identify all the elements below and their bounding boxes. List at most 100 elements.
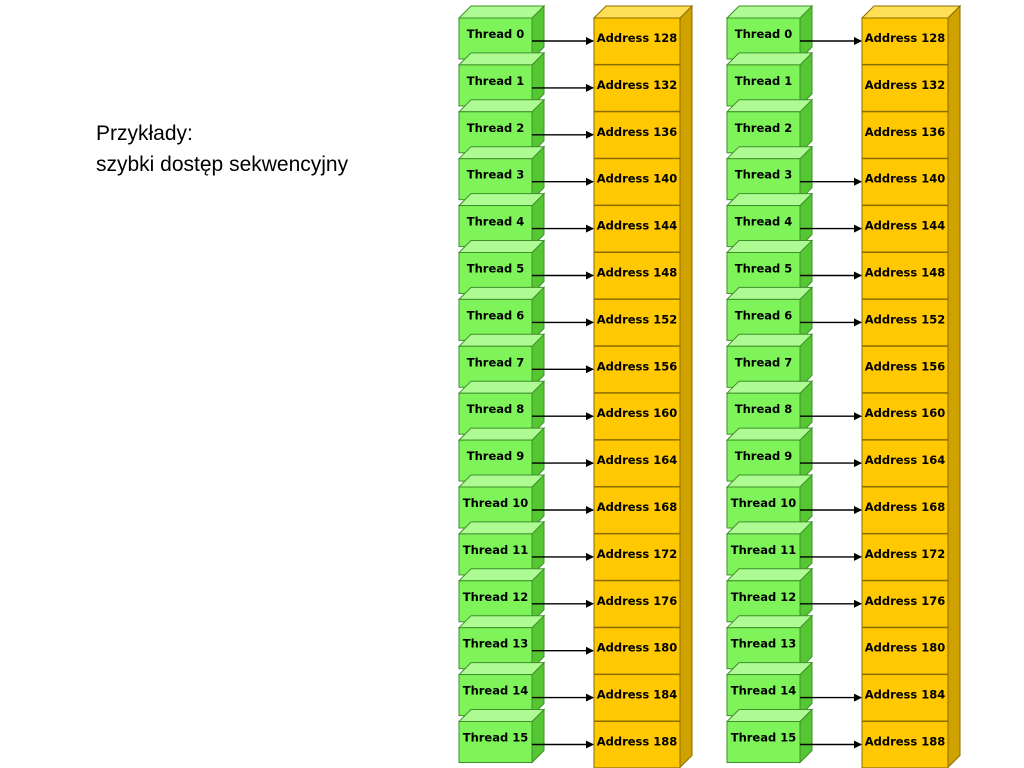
thread-box-face bbox=[458, 674, 533, 717]
thread-label: Thread 7 bbox=[467, 355, 525, 369]
thread-box: Thread 4 bbox=[457, 192, 546, 248]
thread-box-top bbox=[457, 146, 546, 160]
thread-label: Thread 0 bbox=[467, 27, 525, 41]
thread-box-face bbox=[726, 64, 801, 107]
thread-box: Thread 14 bbox=[725, 661, 814, 717]
address-cell: Address 152 bbox=[861, 298, 949, 347]
thread-label: Thread 13 bbox=[731, 637, 797, 651]
address-label: Address 136 bbox=[865, 125, 946, 139]
thread-box-top bbox=[725, 709, 814, 722]
address-label: Address 188 bbox=[865, 735, 946, 749]
address-label: Address 180 bbox=[597, 641, 678, 655]
thread-box: Thread 1 bbox=[725, 51, 814, 108]
address-column-side bbox=[947, 4, 961, 768]
address-cell: Address 164 bbox=[861, 439, 949, 488]
thread-box: Thread 2 bbox=[725, 98, 814, 155]
address-label: Address 188 bbox=[597, 735, 678, 749]
address-label: Address 136 bbox=[597, 125, 678, 139]
address-cell-face bbox=[861, 392, 949, 441]
thread-box-face bbox=[458, 345, 533, 388]
thread-box: Thread 8 bbox=[457, 379, 546, 436]
address-label: Address 176 bbox=[865, 594, 946, 608]
address-cell: Address 156 bbox=[861, 345, 949, 394]
thread-label: Thread 10 bbox=[731, 496, 797, 510]
thread-box-top bbox=[457, 615, 546, 629]
thread-box: Thread 7 bbox=[725, 333, 814, 389]
address-cell: Address 172 bbox=[593, 533, 681, 581]
address-cell-face bbox=[861, 17, 949, 65]
thread-box-face bbox=[458, 205, 533, 248]
address-cell-face bbox=[593, 486, 681, 534]
address-label: Address 176 bbox=[597, 594, 678, 608]
thread-box: Thread 5 bbox=[457, 239, 546, 295]
address-label: Address 152 bbox=[597, 312, 678, 326]
thread-box-top bbox=[457, 521, 546, 535]
thread-label: Thread 8 bbox=[467, 402, 525, 416]
address-cell: Address 132 bbox=[861, 64, 949, 112]
thread-box-face bbox=[726, 17, 801, 60]
address-cell-face bbox=[593, 627, 681, 675]
address-cell: Address 148 bbox=[593, 252, 681, 300]
address-cell-face bbox=[593, 721, 681, 768]
thread-label: Thread 4 bbox=[467, 215, 525, 229]
thread-box-face bbox=[726, 674, 801, 717]
address-cell-face bbox=[593, 298, 681, 347]
address-label: Address 128 bbox=[597, 31, 678, 45]
thread-box: Thread 0 bbox=[457, 4, 546, 61]
thread-box-face bbox=[726, 439, 801, 482]
thread-label: Thread 1 bbox=[467, 74, 525, 88]
thread-box-face bbox=[726, 486, 801, 529]
thread-box: Thread 2 bbox=[457, 98, 546, 155]
address-cell-face bbox=[861, 674, 949, 722]
address-label: Address 148 bbox=[597, 266, 678, 280]
address-cell: Address 164 bbox=[593, 439, 681, 488]
thread-box: Thread 9 bbox=[457, 426, 546, 483]
thread-label: Thread 2 bbox=[735, 121, 793, 135]
address-cell: Address 136 bbox=[861, 111, 949, 159]
thread-box: Thread 14 bbox=[457, 661, 546, 717]
address-label: Address 164 bbox=[865, 453, 946, 467]
address-cell: Address 160 bbox=[861, 392, 949, 441]
address-cell-face bbox=[593, 674, 681, 722]
thread-label: Thread 6 bbox=[467, 308, 525, 322]
address-cell-face bbox=[861, 533, 949, 581]
thread-label: Thread 0 bbox=[735, 27, 793, 41]
address-label: Address 168 bbox=[597, 500, 678, 514]
thread-label: Thread 9 bbox=[467, 449, 525, 463]
address-cell: Address 180 bbox=[593, 627, 681, 675]
thread-label: Thread 14 bbox=[463, 684, 529, 698]
thread-box-top bbox=[725, 380, 814, 394]
thread-label: Thread 14 bbox=[731, 684, 797, 698]
address-cell: Address 176 bbox=[861, 580, 949, 628]
thread-box: Thread 1 bbox=[457, 51, 546, 108]
thread-label: Thread 12 bbox=[463, 590, 529, 604]
address-cell-face bbox=[593, 345, 681, 394]
thread-label: Thread 1 bbox=[735, 74, 793, 88]
thread-label: Thread 6 bbox=[735, 308, 793, 322]
address-cell-face bbox=[861, 486, 949, 534]
address-cell: Address 128 bbox=[861, 17, 949, 65]
thread-box: Thread 3 bbox=[725, 145, 814, 201]
address-label: Address 152 bbox=[865, 312, 946, 326]
thread-box-face bbox=[726, 158, 801, 201]
address-column-side bbox=[679, 4, 693, 768]
thread-box-face bbox=[726, 580, 801, 623]
thread-box-face bbox=[726, 392, 801, 435]
thread-box-face bbox=[726, 533, 801, 576]
address-cell: Address 184 bbox=[593, 674, 681, 722]
thread-box-top bbox=[725, 193, 814, 207]
address-label: Address 132 bbox=[865, 78, 946, 92]
address-label: Address 140 bbox=[597, 172, 678, 186]
thread-box-top bbox=[457, 662, 546, 676]
address-label: Address 172 bbox=[597, 547, 678, 561]
thread-box-top bbox=[725, 568, 814, 582]
thread-box-face bbox=[458, 533, 533, 576]
address-cell-face bbox=[861, 298, 949, 347]
address-label: Address 144 bbox=[865, 219, 946, 233]
address-cell: Address 172 bbox=[861, 533, 949, 581]
thread-box-face bbox=[458, 158, 533, 201]
thread-label: Thread 5 bbox=[735, 262, 793, 276]
thread-box: Thread 10 bbox=[457, 473, 546, 530]
